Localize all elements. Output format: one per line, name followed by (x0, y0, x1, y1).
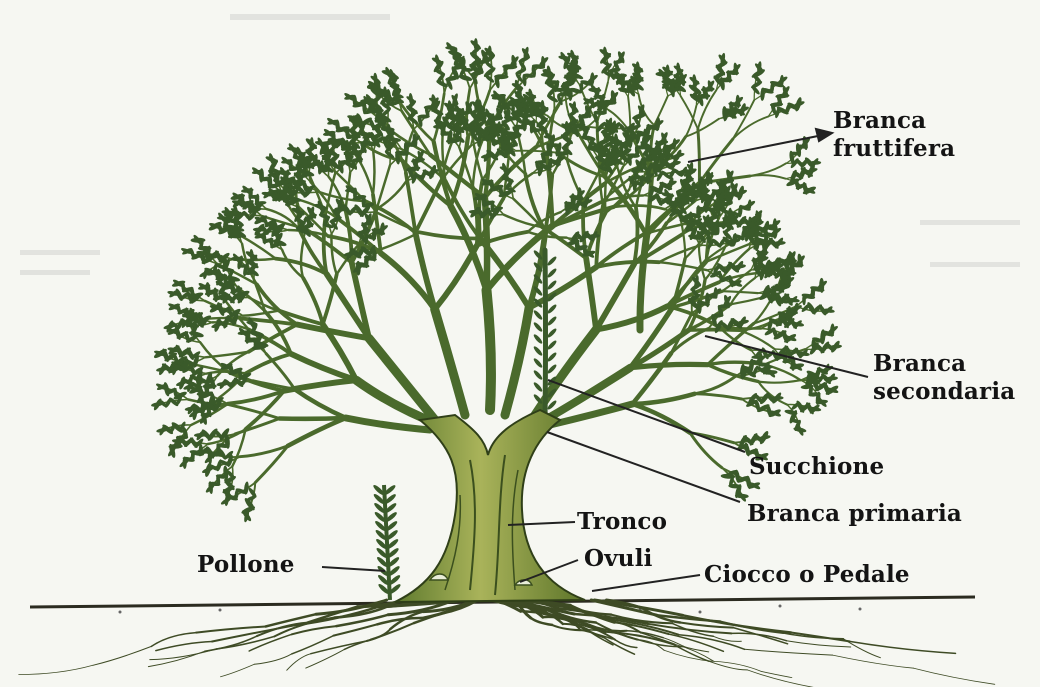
branch-segment (19, 665, 93, 674)
leaf (565, 121, 569, 133)
label-succhione: Succhione (749, 453, 884, 481)
branch-segment (243, 311, 279, 316)
branch-segment (758, 380, 800, 382)
leader-line-pollone (322, 567, 385, 571)
branch-segment (295, 389, 346, 418)
branch-segment (156, 642, 212, 651)
branch-segment (435, 309, 465, 415)
label-pollone: Pollone (197, 551, 295, 579)
leaf (533, 321, 544, 333)
branch-segment (689, 330, 740, 331)
branch-segment (377, 165, 390, 209)
branch-segment (381, 232, 419, 249)
leaf (533, 381, 544, 393)
branch-segment (93, 646, 151, 665)
branch-segment (505, 308, 529, 415)
branch-segment (221, 664, 255, 677)
pollone-shoot (372, 484, 402, 600)
branch-segment (614, 206, 665, 210)
branch-segment (306, 649, 345, 668)
branch-segment (745, 649, 833, 655)
leaf (546, 267, 557, 278)
leaf (546, 315, 557, 326)
branch-segment (605, 176, 606, 213)
branch-segment (292, 636, 334, 654)
leaf (533, 333, 544, 345)
branch-segment (420, 232, 481, 238)
roots (19, 600, 995, 687)
leaf (533, 309, 544, 321)
leaf (546, 351, 557, 362)
branch-segment (331, 234, 336, 274)
leaf (546, 303, 557, 314)
branch-segment (545, 250, 546, 420)
branch-segment (487, 290, 491, 410)
leaf (546, 327, 557, 338)
branch-segment (525, 174, 545, 231)
label-tronco: Tronco (577, 508, 667, 536)
branch-segment (750, 175, 786, 179)
branch-segment (731, 633, 786, 640)
branch-segment (786, 641, 850, 647)
branch-segment (288, 418, 346, 446)
label-branca-secondaria: Branca secondaria (873, 350, 1015, 406)
branch-segment (750, 163, 786, 176)
branch-segment (196, 627, 266, 633)
branch-segment (733, 117, 768, 139)
label-branca-primaria: Branca primaria (747, 500, 962, 528)
branch-segment (280, 418, 346, 419)
leaf (533, 369, 544, 381)
arrowhead-branca-fruttifera (816, 129, 832, 141)
branch-segment (305, 229, 352, 263)
label-branca-fruttifera: Branca fruttifera (833, 107, 955, 163)
branch-segment (914, 668, 995, 684)
branch-segment (301, 239, 304, 278)
label-branca-secondaria-line2: secondaria (873, 378, 1015, 406)
branch-segment (706, 245, 748, 262)
leaf (488, 45, 492, 57)
leader-line-branca-primaria (547, 432, 740, 502)
label-ovuli: Ovuli (584, 545, 653, 573)
branch-segment (833, 655, 914, 668)
leaf (546, 363, 557, 374)
leader-line-ciocco (592, 575, 700, 591)
branch-segment (254, 654, 291, 664)
leaf (546, 255, 557, 266)
branch-segment (596, 262, 659, 267)
branch-segment (373, 152, 374, 195)
branch-segment (542, 227, 586, 258)
branch-segment (747, 670, 822, 687)
leaf (533, 345, 544, 357)
leaf (546, 339, 557, 350)
branch-segment (714, 661, 761, 671)
leaf (546, 279, 557, 290)
label-ciocco-o-pedale: Ciocco o Pedale (704, 561, 910, 589)
label-branca-fruttifera-line2: fruttifera (833, 135, 955, 163)
branch-segment (761, 671, 792, 677)
branch-segment (630, 364, 707, 367)
branch-segment (531, 618, 552, 625)
branch-segment (435, 246, 477, 310)
branch-segment (695, 377, 735, 394)
branch-segment (698, 129, 700, 183)
tree-trunk (395, 410, 585, 602)
branch-segment (791, 633, 850, 642)
branch-segment (695, 394, 742, 399)
leaf (533, 357, 544, 369)
label-branca-secondaria-line1: Branca (873, 350, 1015, 378)
branch-segment (303, 278, 323, 324)
label-branca-fruttifera-line1: Branca (833, 107, 955, 135)
